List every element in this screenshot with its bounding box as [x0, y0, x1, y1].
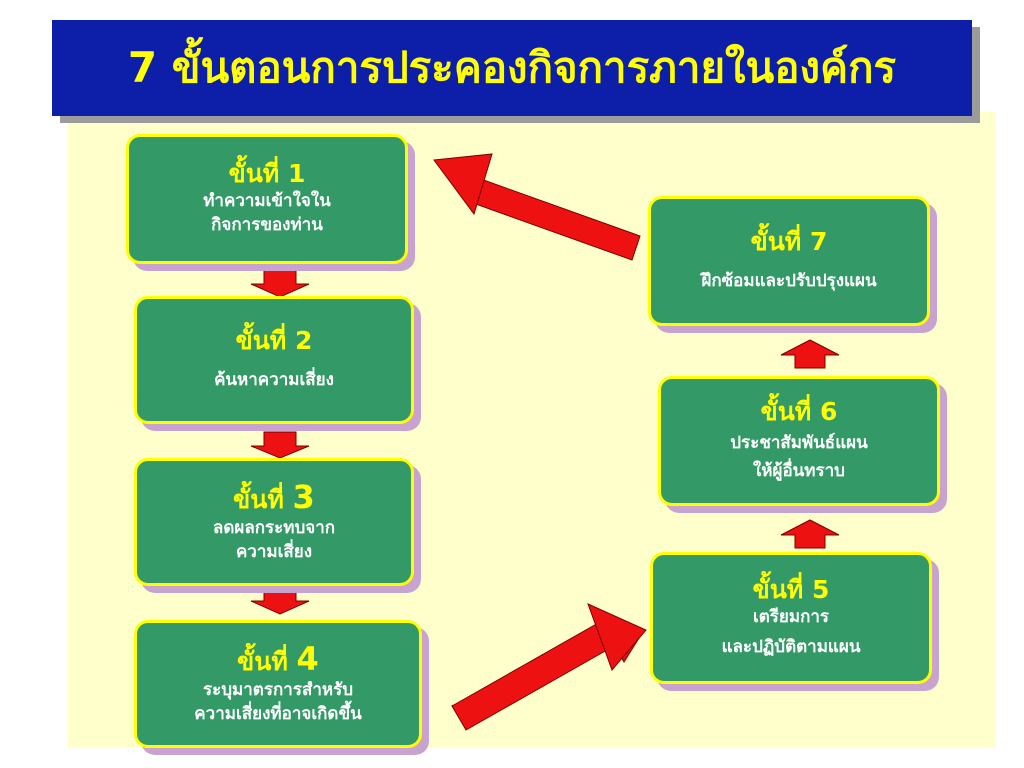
step-1-box: ขั้นที่ 1 ทำความเข้าใจใน กิจการของท่าน	[126, 134, 408, 264]
step-7-box: ขั้นที่ 7 ฝึกซ้อมและปรับปรุงแผน	[648, 196, 930, 326]
step-4-title-prefix: ขั้นที่	[237, 646, 297, 676]
step-1-title-prefix: ขั้นที่	[228, 158, 288, 188]
step-5-line-1: เตรียมการ	[752, 606, 830, 627]
step-4-number: 4	[296, 639, 319, 678]
step-2-line-1: ค้นหาความเสี่ยง	[214, 370, 334, 391]
step-3-title-prefix: ขั้นที่	[233, 484, 293, 514]
step-4-box: ขั้นที่ 4 ระบุมาตรการสำหรับ ความเสี่ยงที…	[134, 620, 422, 748]
step-2-title: ขั้นที่ 2	[235, 326, 313, 356]
step-7-line-1: ฝึกซ้อมและปรับปรุงแผน	[701, 271, 877, 292]
step-7-title-prefix: ขั้นที่	[750, 227, 810, 257]
step-1-line-2: กิจการของท่าน	[211, 215, 323, 236]
step-6-line-2: ให้ผู้อื่นทราบ	[753, 461, 845, 482]
step-3-title: ขั้นที่ 3	[233, 479, 315, 516]
step-2-number: 2	[294, 326, 313, 356]
step-5-box: ขั้นที่ 5 เตรียมการ และปฏิบัติตามแผน	[650, 552, 932, 684]
step-2-title-prefix: ขั้นที่	[235, 326, 295, 356]
step-1-line-1: ทำความเข้าใจใน	[203, 190, 331, 211]
step-5-title-prefix: ขั้นที่	[752, 574, 812, 604]
step-3-line-1: ลดผลกระทบจาก	[212, 517, 336, 538]
step-6-line-1: ประชาสัมพันธ์แผน	[730, 432, 868, 453]
step-3-number: 3	[292, 477, 315, 516]
step-1-title: ขั้นที่ 1	[228, 158, 306, 189]
step-3-line-2: ความเสี่ยง	[235, 542, 313, 563]
step-5-number: 5	[811, 574, 830, 604]
page-title: 7 ขั้นตอนการประคองกิจการภายในองค์กร	[127, 43, 897, 92]
step-4-line-1: ระบุมาตรการสำหรับ	[203, 679, 353, 700]
step-4-title: ขั้นที่ 4	[237, 641, 319, 678]
step-7-title: ขั้นที่ 7	[750, 227, 828, 257]
step-2-box: ขั้นที่ 2 ค้นหาความเสี่ยง	[134, 296, 414, 424]
title-bar: 7 ขั้นตอนการประคองกิจการภายในองค์กร	[52, 20, 972, 116]
step-5-line-2: และปฏิบัติตามแผน	[721, 637, 861, 658]
step-6-title: ขั้นที่ 6	[760, 396, 838, 427]
step-6-number: 6	[819, 396, 838, 426]
step-4-line-2: ความเสี่ยงที่อาจเกิดขึ้น	[194, 704, 362, 725]
step-6-title-prefix: ขั้นที่	[760, 396, 820, 426]
step-3-box: ขั้นที่ 3 ลดผลกระทบจาก ความเสี่ยง	[134, 458, 414, 586]
step-5-title: ขั้นที่ 5	[752, 574, 830, 605]
step-1-number: 1	[287, 158, 306, 188]
step-7-number: 7	[809, 227, 828, 257]
step-6-box: ขั้นที่ 6 ประชาสัมพันธ์แผน ให้ผู้อื่นทรา…	[658, 376, 940, 506]
